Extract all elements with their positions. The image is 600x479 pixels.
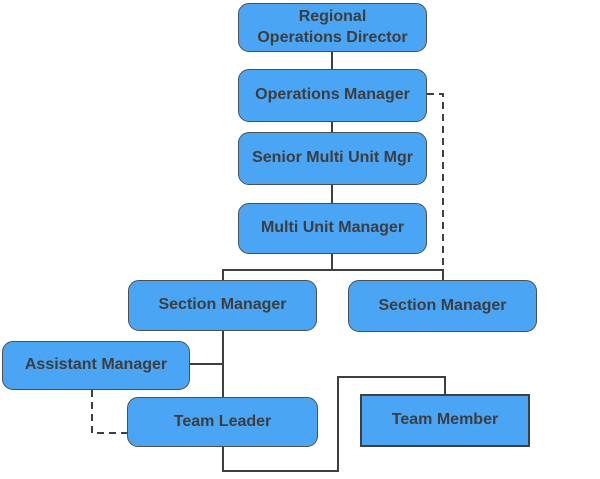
node-label: Team Member <box>391 411 499 429</box>
node-label: Multi Unit Manager <box>260 219 405 237</box>
node-team-member[interactable]: Team Member <box>360 394 530 447</box>
edge-operations-manager-to-section-manager-right-dashed <box>427 93 444 266</box>
node-operations-manager[interactable]: Operations Manager <box>238 69 427 122</box>
node-label: Regional Operations Director <box>257 7 408 46</box>
node-section-manager-left[interactable]: Section Manager <box>128 280 317 331</box>
node-label: Assistant Manager <box>24 356 168 374</box>
node-assistant-manager[interactable]: Assistant Manager <box>2 341 190 390</box>
node-label: Senior Multi Unit Mgr <box>252 149 413 167</box>
edge-team-leader-to-team-member <box>222 376 446 472</box>
node-regional-operations-director[interactable]: Regional Operations Director <box>238 3 427 52</box>
node-senior-multi-unit-mgr[interactable]: Senior Multi Unit Mgr <box>238 132 427 185</box>
node-label: Section Manager <box>378 296 507 314</box>
node-label: Section Manager <box>158 296 287 314</box>
node-team-leader[interactable]: Team Leader <box>127 397 318 447</box>
node-label: Team Leader <box>173 412 272 430</box>
edge-assistant-manager-to-team-leader-dashed <box>91 390 127 434</box>
edge-section-managers-tee <box>222 269 444 280</box>
node-section-manager-right[interactable]: Section Manager <box>348 280 537 332</box>
node-label: Operations Manager <box>255 86 410 104</box>
node-multi-unit-manager[interactable]: Multi Unit Manager <box>238 203 427 254</box>
